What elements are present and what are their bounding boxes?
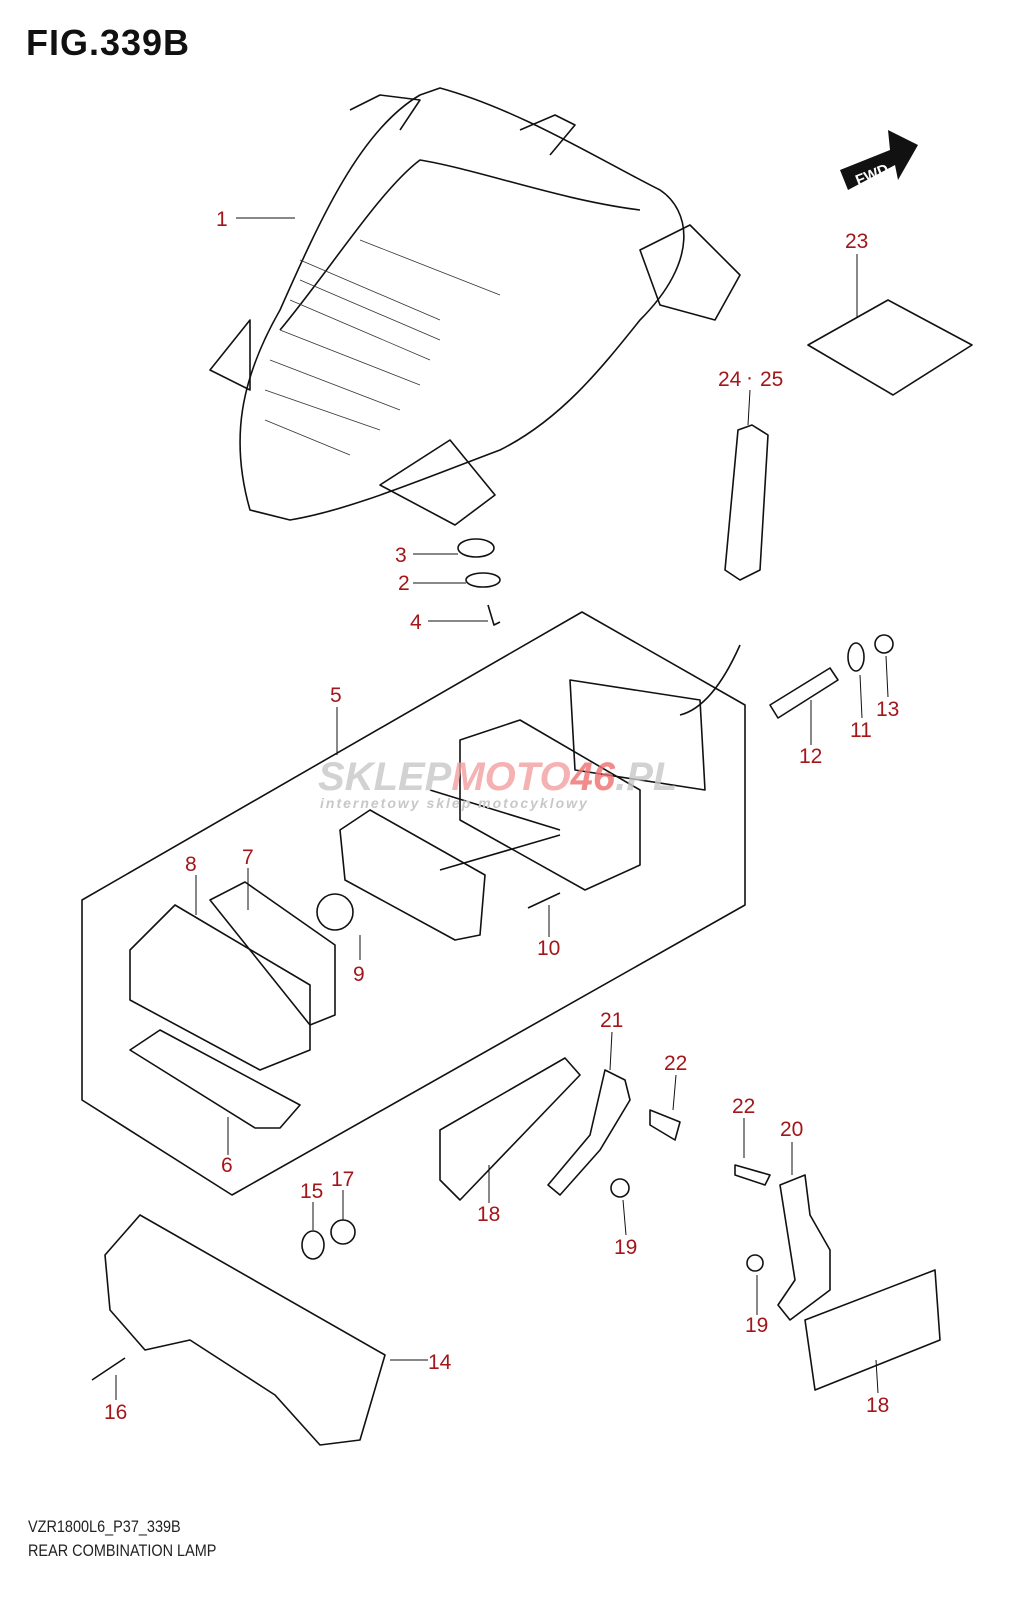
label-23: 23 — [845, 230, 868, 253]
part-4-screw — [487, 604, 501, 626]
part-labels: 1 2 3 4 5 6 7 8 9 10 11 12 13 14 15 16 1… — [104, 208, 899, 1424]
label-21: 21 — [600, 1009, 623, 1032]
part-23-sheet — [807, 299, 973, 396]
label-8: 8 — [185, 853, 197, 876]
label-25: 25 — [760, 368, 783, 391]
tail-lamp-housing — [209, 87, 741, 526]
part-19-nut — [610, 1178, 630, 1198]
label-22b: 22 — [732, 1095, 755, 1118]
part-14-bracket — [104, 1214, 386, 1446]
label-14: 14 — [428, 1351, 452, 1374]
label-7: 7 — [242, 846, 254, 869]
label-3: 3 — [395, 544, 407, 567]
label-20: 20 — [780, 1118, 803, 1141]
part-13-nut — [874, 634, 894, 654]
label-18: 18 — [477, 1203, 500, 1226]
label-18b: 18 — [866, 1394, 889, 1417]
part-15-washer — [301, 1230, 325, 1260]
part-gasket-rear — [569, 679, 706, 791]
part-bolts — [429, 644, 741, 871]
part-21-bracket — [547, 1069, 631, 1196]
label-4: 4 — [410, 611, 422, 634]
svg-text:·: · — [746, 366, 753, 389]
label-10: 10 — [537, 937, 560, 960]
label-5: 5 — [330, 684, 342, 707]
part-2-washer — [465, 572, 501, 588]
part-6-plate — [129, 1029, 301, 1129]
part-11-washer — [847, 642, 865, 672]
part-17-nut — [330, 1219, 356, 1245]
label-19b: 19 — [745, 1314, 768, 1337]
part-socket-plate — [339, 809, 486, 941]
part-9-bulb — [316, 893, 354, 931]
part-22-bolt-b — [734, 1164, 771, 1186]
part-18-reflector — [439, 1057, 581, 1201]
label-17: 17 — [331, 1168, 354, 1191]
svg-text:internetowy sklep motocyklowy: internetowy sklep motocyklowy — [320, 795, 589, 811]
label-19: 19 — [614, 1236, 637, 1259]
svg-text:SKLEPMOTO46.PL: SKLEPMOTO46.PL — [318, 755, 677, 799]
figure-name: REAR COMBINATION LAMP — [28, 1541, 217, 1560]
label-12: 12 — [799, 745, 822, 768]
label-24: 24 — [718, 368, 742, 391]
figure-title: FIG.339B — [26, 22, 191, 63]
part-18-reflector-b — [804, 1269, 941, 1391]
label-13: 13 — [876, 698, 899, 721]
label-6: 6 — [221, 1154, 233, 1177]
part-24-strap — [724, 424, 769, 581]
label-9: 9 — [353, 963, 365, 986]
label-22: 22 — [664, 1052, 687, 1075]
watermark: SKLEPMOTO46.PL internetowy sklep motocyk… — [318, 755, 677, 811]
part-3-grommet — [457, 538, 495, 558]
figure-code: VZR1800L6_P37_339B — [28, 1517, 181, 1536]
part-8-lens — [129, 904, 311, 1071]
part-19-nut-b — [746, 1254, 764, 1272]
label-2: 2 — [398, 572, 410, 595]
part-16-screw — [91, 1357, 126, 1381]
part-7-gasket — [209, 881, 336, 1026]
leader-lines — [115, 217, 889, 1400]
label-1: 1 — [216, 208, 228, 231]
fwd-arrow-icon: FWD — [840, 130, 918, 190]
label-11: 11 — [850, 719, 872, 742]
label-16: 16 — [104, 1401, 127, 1424]
part-12-collar — [769, 667, 839, 719]
part-22-bolt — [649, 1109, 681, 1141]
part-20-bracket — [777, 1174, 831, 1321]
assembly-box-5 — [81, 611, 746, 1196]
part-lamp-body — [459, 719, 641, 891]
part-10-screw — [527, 892, 561, 909]
label-15: 15 — [300, 1180, 323, 1203]
